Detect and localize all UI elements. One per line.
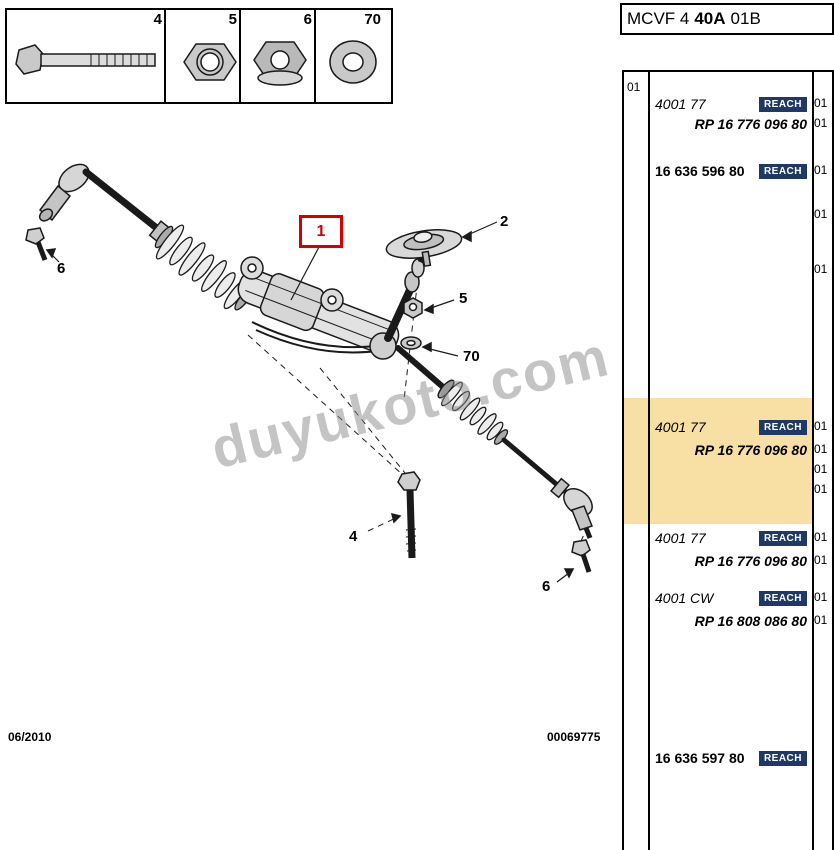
panel-qty-divider <box>812 70 814 850</box>
part-ref: RP 16 808 086 80 <box>694 613 807 629</box>
bolt-4-part <box>390 471 421 559</box>
part-row[interactable]: 4001 77 REACH 01 <box>650 417 833 437</box>
rack-housing <box>237 256 400 355</box>
quantity: 01 <box>814 442 828 456</box>
callout-6-right[interactable]: 6 <box>542 578 551 595</box>
inset-label-70: 70 <box>364 11 381 28</box>
part-ref: 4001 77 <box>655 530 706 546</box>
bellows-right <box>441 381 509 445</box>
quantity: 01 <box>814 553 828 567</box>
part-row[interactable]: 4001 CW REACH 01 <box>650 588 833 608</box>
part-ref: 16 636 596 80 <box>655 163 745 179</box>
quantity: 01 <box>814 96 828 110</box>
part-row[interactable]: 16 636 596 80 REACH 01 <box>650 161 833 181</box>
tie-rod-right <box>501 437 571 499</box>
inset-label-5: 5 <box>228 11 237 28</box>
hardware-inset-box: 4 5 6 70 <box>5 8 393 104</box>
part-row[interactable]: 01 <box>650 460 833 480</box>
panel-top-rule <box>622 70 833 72</box>
callout-6-left[interactable]: 6 <box>57 260 66 277</box>
nut-icon <box>253 41 307 86</box>
bolt-6-right-part <box>556 539 592 583</box>
quantity: 01 <box>814 590 828 604</box>
part-row[interactable]: RP 16 776 096 80 01 <box>650 440 833 460</box>
callout-4[interactable]: 4 <box>349 528 358 545</box>
panel-border-right <box>832 70 834 850</box>
part-ref: RP 16 776 096 80 <box>694 116 807 132</box>
quantity: 01 <box>814 116 828 130</box>
revision-date: 06/2010 <box>8 730 52 744</box>
inset-label-6: 6 <box>303 11 312 28</box>
highlighted-row-band <box>623 398 812 524</box>
part-ref: 16 636 597 80 <box>655 750 745 766</box>
panel-column-divider <box>648 70 650 850</box>
steering-rack-illustration <box>25 163 593 583</box>
inset-divider <box>314 10 316 102</box>
part-row[interactable]: 4001 77 REACH 01 <box>650 94 833 114</box>
inset-label-4: 4 <box>153 11 162 28</box>
washer-70-part <box>400 336 459 357</box>
quantity: 01 <box>814 530 828 544</box>
header-prefix: MCVF 4 <box>627 9 690 28</box>
part-row[interactable]: RP 16 808 086 80 01 <box>650 611 833 631</box>
quantity: 01 <box>814 419 828 433</box>
part-row[interactable]: 01 <box>650 205 833 225</box>
part-row[interactable]: 01 <box>650 480 833 500</box>
bellows-left <box>154 224 252 311</box>
quantity: 01 <box>814 262 828 276</box>
part-ref: 4001 CW <box>655 590 714 606</box>
part-row[interactable]: 4001 77 REACH 01 <box>650 528 833 548</box>
callout-70[interactable]: 70 <box>463 348 480 365</box>
quantity: 01 <box>814 462 828 476</box>
panel-border-left <box>622 70 624 850</box>
part-ref: RP 16 776 096 80 <box>694 442 807 458</box>
callout-1[interactable]: 1 <box>299 215 343 248</box>
part-ref: 4001 77 <box>655 96 706 112</box>
quantity: 01 <box>814 207 828 221</box>
inset-divider <box>164 10 166 102</box>
quantity: 01 <box>814 613 828 627</box>
quantity: 01 <box>814 482 828 496</box>
part-row[interactable]: RP 16 776 096 80 01 <box>650 551 833 571</box>
reach-badge[interactable]: REACH <box>758 530 807 546</box>
disc-part <box>385 221 498 268</box>
nut-icon <box>183 43 237 81</box>
part-row[interactable]: 16 636 597 80 REACH <box>650 748 833 768</box>
tie-rod-left <box>82 168 172 244</box>
callout-5[interactable]: 5 <box>459 290 468 307</box>
callout-2[interactable]: 2 <box>500 213 509 230</box>
reach-badge[interactable]: REACH <box>758 590 807 606</box>
nut-5-part <box>403 297 455 319</box>
part-row[interactable]: RP 16 776 096 80 01 <box>650 114 833 134</box>
tie-rod-end-left <box>38 163 90 222</box>
reach-badge[interactable]: REACH <box>758 750 807 766</box>
tie-rod-end-right <box>563 487 593 539</box>
washer-icon <box>329 40 377 84</box>
catalog-header: MCVF 4 40A 01B <box>620 3 834 35</box>
part-ref: RP 16 776 096 80 <box>694 553 807 569</box>
part-ref: 4001 77 <box>655 419 706 435</box>
part-row[interactable]: 01 <box>650 260 833 280</box>
header-code: 40A <box>694 9 726 28</box>
reach-badge[interactable]: REACH <box>758 163 807 179</box>
reach-badge[interactable]: REACH <box>758 419 807 435</box>
inset-divider <box>239 10 241 102</box>
callout-1-leader <box>290 246 320 301</box>
quantity: 01 <box>814 163 828 177</box>
header-suffix: 01B <box>730 9 761 28</box>
document-number: 00069775 <box>547 730 601 744</box>
reach-badge[interactable]: REACH <box>758 96 807 112</box>
bolt-icon <box>15 44 156 75</box>
quantity-top: 01 <box>627 80 641 94</box>
bolt-6-left-part <box>25 227 60 263</box>
